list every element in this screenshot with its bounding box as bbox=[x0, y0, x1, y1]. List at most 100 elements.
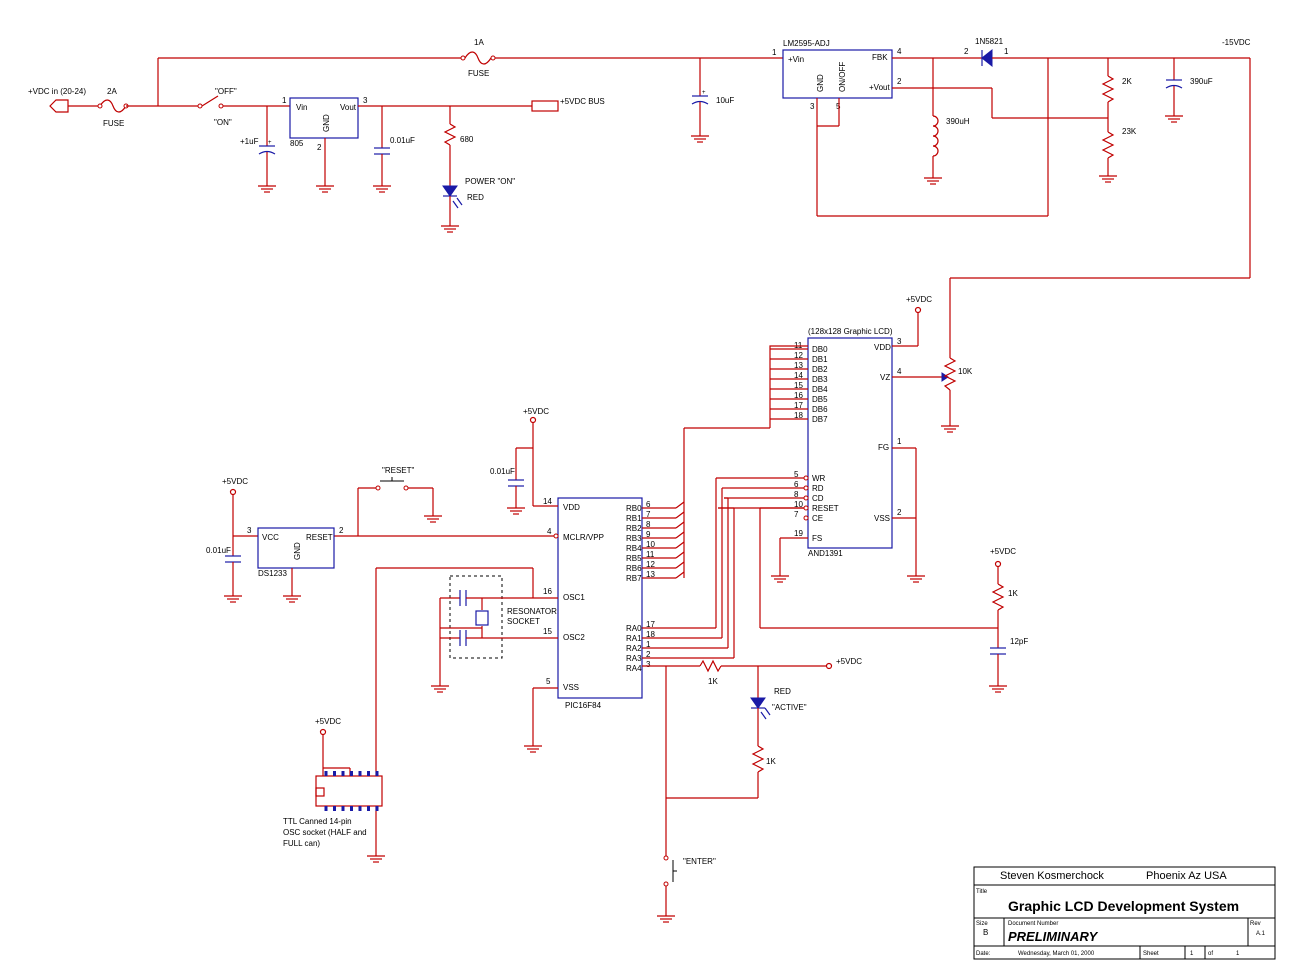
fuse-1a-rating: 1A bbox=[474, 38, 484, 47]
resonator-label2: SOCKET bbox=[507, 617, 540, 626]
pic-part: PIC16F84 bbox=[565, 701, 602, 710]
lm2595-gnd: GND bbox=[816, 74, 825, 92]
pic-osc1: OSC1 bbox=[563, 593, 585, 602]
lcd-vss: VSS bbox=[874, 514, 890, 523]
resonator-label1: RESONATOR bbox=[507, 607, 557, 616]
lcd-fg: FG bbox=[878, 443, 889, 452]
fuse-1a bbox=[464, 51, 492, 65]
reg5-vin: Vin bbox=[296, 103, 307, 112]
lcd-pin-num-6: 17 bbox=[794, 401, 803, 410]
resistor-2k-label: 2K bbox=[1122, 77, 1132, 86]
power-led-color: RED bbox=[467, 193, 484, 202]
lcd-pin-db2: DB2 bbox=[812, 365, 828, 374]
resistor-1k-fs-label: 1K bbox=[1008, 589, 1018, 598]
reg5-part: 805 bbox=[290, 139, 304, 148]
resistor-1k-a bbox=[699, 659, 722, 673]
doc-label: Document Number bbox=[1008, 921, 1058, 927]
bus-label: +5VDC BUS bbox=[560, 97, 605, 106]
fuse-2a bbox=[99, 99, 127, 113]
lcd-vz: VZ bbox=[880, 373, 890, 382]
pic-ra-num-4: 3 bbox=[646, 660, 651, 669]
pic-ra-num-1: 18 bbox=[646, 630, 655, 639]
reg5-pin2: 2 bbox=[317, 143, 322, 152]
pic-rb-num-5: 11 bbox=[646, 550, 655, 559]
cap-12pf-label: 12pF bbox=[1010, 637, 1028, 646]
fuse-2a-rating: 2A bbox=[107, 87, 117, 96]
lcd-ctrl-num-2: 8 bbox=[794, 490, 799, 499]
lcd-pin-db1: DB1 bbox=[812, 355, 828, 364]
active-led bbox=[750, 697, 766, 709]
lcd-pin-ce: CE bbox=[812, 514, 823, 523]
power-led bbox=[442, 185, 458, 197]
lcd-module: (128x128 Graphic LCD) AND1391 DB011DB112… bbox=[718, 295, 973, 583]
sheet-total: 1 bbox=[1236, 951, 1240, 957]
resonator bbox=[475, 610, 489, 626]
pot-10k-label: 10K bbox=[958, 367, 973, 376]
pic-pin-ra4: RA4 bbox=[626, 664, 642, 673]
title-block: Steven Kosmerchock Phoenix Az USA Title … bbox=[973, 866, 1276, 960]
enter-button-label: "ENTER" bbox=[683, 857, 716, 866]
cap-10uf-label: 10uF bbox=[716, 96, 734, 105]
lcd-title: (128x128 Graphic LCD) bbox=[808, 327, 893, 336]
diode-pin2: 2 bbox=[964, 47, 969, 56]
lm2595-fbk: FBK bbox=[872, 53, 888, 62]
power-switch bbox=[201, 95, 219, 107]
lcd-ctrl-num-3: 10 bbox=[794, 500, 803, 509]
pic-ra-num-2: 1 bbox=[646, 640, 651, 649]
resistor-23k-label: 23K bbox=[1122, 127, 1137, 136]
lcd-vz-num: 4 bbox=[897, 367, 902, 376]
lm2595-onoff: ON/OFF bbox=[838, 62, 847, 92]
active-led-label: "ACTIVE" bbox=[772, 703, 807, 712]
active-led-section: 1K +5VDC RED "ACTIVE" 1K "ENTER" bbox=[642, 657, 862, 923]
osc-supply: +5VDC bbox=[315, 717, 341, 726]
regulator-7805 bbox=[289, 97, 359, 139]
lcd-supply: +5VDC bbox=[906, 295, 932, 304]
neg-supply-label: -15VDC bbox=[1222, 38, 1251, 47]
pic-mclr: MCLR/VPP bbox=[563, 533, 604, 542]
reg5-gnd: GND bbox=[322, 114, 331, 132]
resonator-socket bbox=[449, 575, 503, 659]
lm2595-pin2: 2 bbox=[897, 77, 902, 86]
lcd-fs: FS bbox=[812, 534, 822, 543]
sheet-label: Sheet bbox=[1143, 951, 1159, 957]
author: Steven Kosmerchock bbox=[1000, 870, 1104, 882]
size: B bbox=[983, 928, 988, 937]
bus-connector bbox=[531, 100, 559, 112]
lcd-pin-db0: DB0 bbox=[812, 345, 828, 354]
lcd-pin-db3: DB3 bbox=[812, 375, 828, 384]
pic-vss-num: 5 bbox=[546, 677, 551, 686]
lcd-pin-num-4: 15 bbox=[794, 381, 803, 390]
size-label: Size bbox=[976, 921, 988, 927]
pic-pin-rb2: RB2 bbox=[626, 524, 642, 533]
ds1233-pin2: 2 bbox=[339, 526, 344, 535]
date-label: Date: bbox=[976, 951, 991, 957]
date: Wednesday, March 01, 2000 bbox=[1018, 951, 1095, 957]
lcd-part: AND1391 bbox=[808, 549, 843, 558]
pic-rb-num-2: 8 bbox=[646, 520, 651, 529]
svg-text:+: + bbox=[268, 140, 272, 146]
lcd-vdd: VDD bbox=[874, 343, 891, 352]
ds1233-vcc: VCC bbox=[262, 533, 279, 542]
lm2595-vout: +Vout bbox=[869, 83, 890, 92]
reset-section: +5VDC 0.01uF VCC RESET GND DS1233 3 2 "R… bbox=[206, 466, 443, 603]
pic-pin-ra0: RA0 bbox=[626, 624, 642, 633]
resonator-section: RESONATOR SOCKET bbox=[375, 567, 558, 776]
svg-text:+: + bbox=[702, 90, 706, 96]
pic-pin-rb6: RB6 bbox=[626, 564, 642, 573]
resistor-1k-b bbox=[751, 745, 765, 773]
power-input-connector bbox=[49, 99, 69, 113]
drawing-title: Graphic LCD Development System bbox=[1008, 898, 1239, 914]
reg5-pin3: 3 bbox=[363, 96, 368, 105]
lcd-fg-num: 1 bbox=[897, 437, 902, 446]
lcd-pin-db4: DB4 bbox=[812, 385, 828, 394]
active-led-color: RED bbox=[774, 687, 791, 696]
lcd-ctrl-num-0: 5 bbox=[794, 470, 799, 479]
lcd-pin-num-7: 18 bbox=[794, 411, 803, 420]
reg5-vout: Vout bbox=[340, 103, 357, 112]
pot-10k bbox=[943, 357, 957, 391]
pic-pin-rb4: RB4 bbox=[626, 544, 642, 553]
osc-note-1: TTL Canned 14-pin bbox=[283, 817, 352, 826]
osc-note-3: FULL can) bbox=[283, 839, 320, 848]
lm2595-pin4: 4 bbox=[897, 47, 902, 56]
